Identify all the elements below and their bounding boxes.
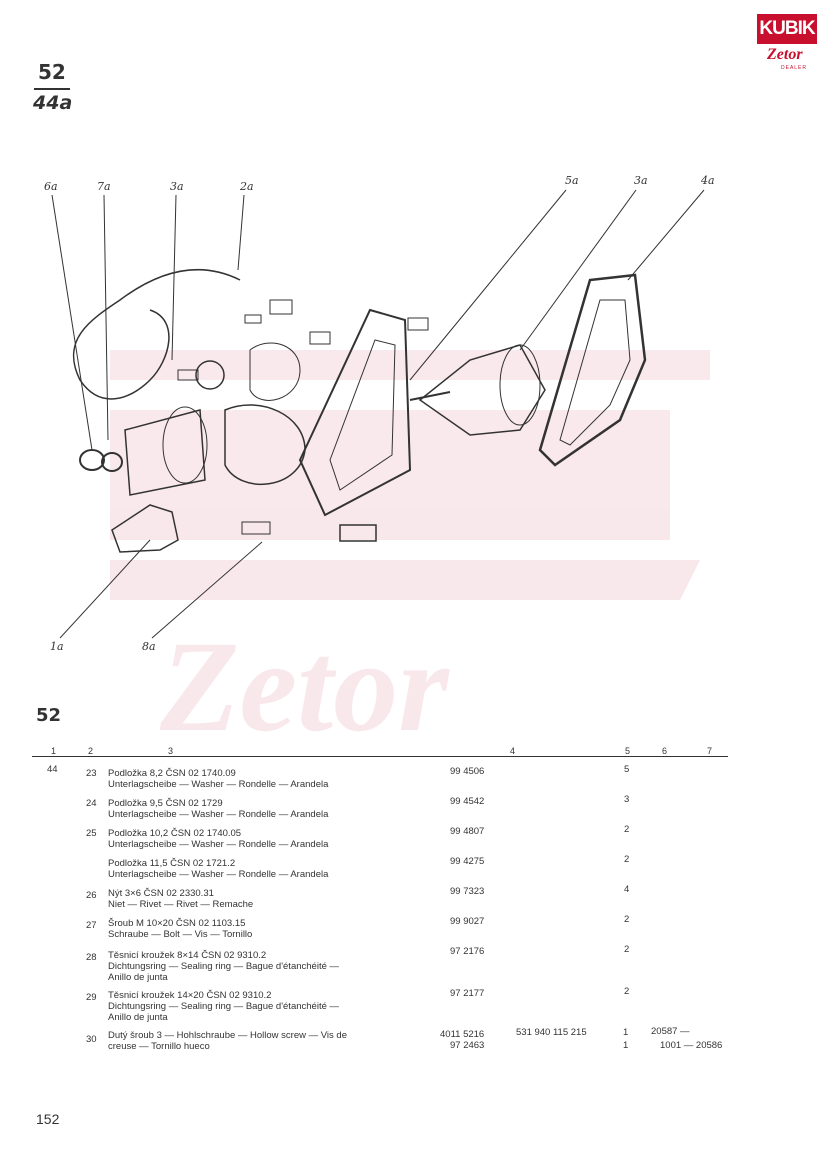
row-desc-line1: Podložka 9,5 ČSN 02 1729	[108, 798, 223, 809]
row-quantity: 4	[624, 884, 630, 895]
row-part-number: 99 7323	[450, 886, 485, 897]
row-serial-range-alt: 1001 — 20586	[660, 1040, 723, 1051]
row-desc-line2: Unterlagscheibe — Washer — Rondelle — Ar…	[108, 869, 329, 880]
row-desc-line2: Dichtungsring — Sealing ring — Bague d'é…	[108, 1001, 340, 1012]
callout-label: 5a	[565, 174, 579, 187]
row-desc-line2: Schraube — Bolt — Vis — Tornillo	[108, 929, 253, 940]
row-position: 30	[86, 1034, 97, 1045]
callout-label: 4a	[700, 174, 715, 187]
logo-sub: Zetor	[767, 46, 803, 63]
row-desc-line3: Anillo de junta	[108, 972, 168, 983]
page-ref-number: 52	[38, 60, 66, 84]
row-desc-line2: Unterlagscheibe — Washer — Rondelle — Ar…	[108, 779, 329, 790]
logo-dealer: DEALER	[781, 65, 808, 71]
column-header: 1	[51, 746, 57, 756]
row-part-number: 97 2176	[450, 946, 485, 957]
row-quantity: 3	[624, 794, 630, 805]
row-quantity: 2	[624, 986, 630, 997]
kubik-zetor-logo: KUBIK Zetor DEALER	[757, 14, 817, 72]
column-header: 4	[510, 746, 516, 756]
callout-label: 3a	[634, 174, 648, 187]
row-quantity: 5	[624, 764, 630, 775]
row-desc-line3: Anillo de junta	[108, 1012, 168, 1023]
row-serial-range: 20587 —	[651, 1026, 690, 1037]
callout-label: 2a	[239, 180, 254, 193]
header-rule	[32, 756, 728, 757]
row-desc-line1: Nýt 3×6 ČSN 02 2330.31	[108, 888, 214, 899]
row-position: 27	[86, 920, 97, 931]
row-desc-line2: Unterlagscheibe — Washer — Rondelle — Ar…	[108, 839, 329, 850]
row-position: 29	[86, 992, 97, 1003]
row-position: 25	[86, 828, 97, 839]
row-part-number: 99 4275	[450, 856, 485, 867]
callout-label: 3a	[170, 180, 184, 193]
row-cross-reference: 531 940 115 215	[516, 1027, 587, 1038]
row-position: 24	[86, 798, 97, 809]
row-quantity: 2	[624, 944, 630, 955]
row-ref: 44	[47, 764, 58, 775]
exploded-parts-drawing: 6a 7a 3a 2a 5a 3a 4a 1a 8a	[44, 174, 715, 653]
row-desc-line1: Podložka 8,2 ČSN 02 1740.09	[108, 768, 236, 779]
row-desc-line2: creuse — Tornillo hueco	[108, 1041, 210, 1052]
row-quantity: 1	[623, 1027, 629, 1038]
page-ref-divider	[34, 88, 70, 90]
page-ref-sub: 44a	[33, 92, 73, 114]
row-part-number: 97 2177	[450, 988, 485, 999]
column-header: 6	[662, 746, 668, 756]
row-part-number: 4011 5216	[440, 1029, 485, 1040]
column-header: 7	[707, 746, 713, 756]
logo-brand: KUBIK	[759, 18, 815, 39]
callout-label: 7a	[97, 180, 111, 193]
row-quantity: 2	[624, 914, 630, 925]
row-desc-line2: Dichtungsring — Sealing ring — Bague d'é…	[108, 961, 340, 972]
row-desc-line1: Šroub M 10×20 ČSN 02 1103.15	[108, 918, 246, 929]
row-position: 28	[86, 952, 97, 963]
row-quantity: 2	[624, 854, 630, 865]
row-position: 23	[86, 768, 97, 779]
row-desc-line1: Těsnicí kroužek 14×20 ČSN 02 9310.2	[108, 990, 272, 1001]
row-position: 26	[86, 890, 97, 901]
row-desc-line1: Podložka 11,5 ČSN 02 1721.2	[108, 858, 236, 869]
page-number: 152	[36, 1111, 60, 1127]
row-part-number: 99 4542	[450, 796, 485, 807]
row-desc-line1: Dutý šroub 3 — Hohlschraube — Hollow scr…	[108, 1030, 348, 1041]
row-desc-line2: Unterlagscheibe — Washer — Rondelle — Ar…	[108, 809, 329, 820]
callout-label: 8a	[142, 640, 156, 653]
row-quantity-alt: 1	[623, 1040, 629, 1051]
row-part-number-alt: 97 2463	[450, 1040, 485, 1051]
column-header: 3	[168, 746, 174, 756]
logo-red-box	[757, 14, 817, 44]
row-desc-line2: Niet — Rivet — Rivet — Remache	[108, 899, 254, 910]
row-part-number: 99 9027	[450, 916, 485, 927]
row-part-number: 99 4506	[450, 766, 485, 777]
callout-label: 1a	[50, 640, 64, 653]
row-quantity: 2	[624, 824, 630, 835]
column-header: 2	[88, 746, 94, 756]
column-header: 5	[625, 746, 631, 756]
row-desc-line1: Těsnicí kroužek 8×14 ČSN 02 9310.2	[108, 950, 267, 961]
row-desc-line1: Podložka 10,2 ČSN 02 1740.05	[108, 828, 242, 839]
callout-label: 6a	[44, 180, 58, 193]
row-part-number: 99 4807	[450, 826, 485, 837]
section-number: 52	[36, 705, 62, 726]
